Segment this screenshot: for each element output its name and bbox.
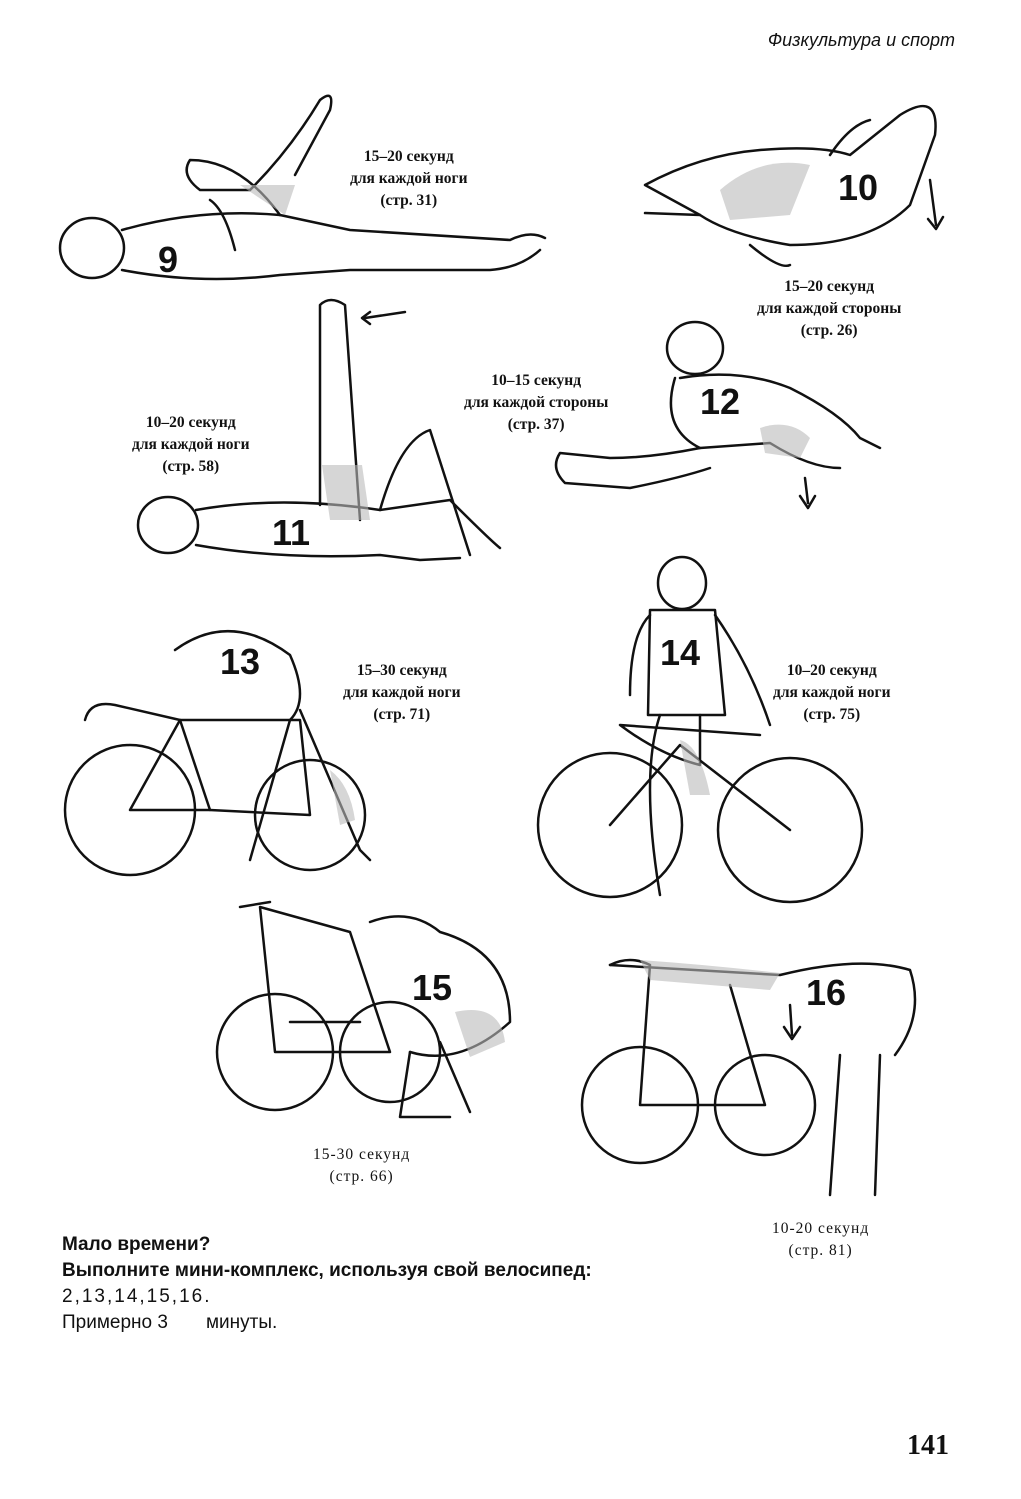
exercise-15-number: 15 (412, 967, 452, 1008)
note-subtitle: Выполните мини-комплекс, используя свой … (62, 1260, 592, 1281)
caption-14: 10–20 секунд для каждой ноги (стр. 75) (773, 660, 891, 726)
note-estimate-suffix: минуты. (205, 1312, 278, 1333)
exercise-16-illustration: 16 (580, 958, 917, 1197)
note-estimate: Примерно 3 минуты. (62, 1310, 592, 1336)
caption-12-time: 10–15 секунд (491, 372, 582, 389)
caption-16-time: 10-20 секунд (772, 1220, 870, 1237)
exercise-13-number: 13 (220, 641, 260, 682)
exercise-14-illustration: 14 (536, 555, 864, 904)
running-header: Физкультура и спорт (767, 30, 955, 50)
exercise-14-number: 14 (660, 632, 700, 673)
caption-11-time: 10–20 секунд (145, 414, 236, 431)
caption-14-note: для каждой ноги (773, 684, 891, 701)
caption-9-page: (стр. 31) (380, 192, 438, 209)
exercise-16-number: 16 (806, 972, 846, 1013)
note-sequence: 2,13,14,15,16. (62, 1286, 212, 1307)
caption-13-page: (стр. 71) (373, 706, 431, 723)
exercise-11-number: 11 (272, 512, 310, 553)
caption-12: 10–15 секунд для каждой стороны (стр. 37… (464, 370, 608, 436)
caption-9-note: для каждой ноги (350, 170, 468, 187)
exercise-10-illustration: 10 (643, 104, 945, 268)
caption-10-note: для каждой стороны (757, 300, 902, 317)
mini-routine-note: Мало времени? Выполните мини-комплекс, и… (62, 1232, 592, 1336)
note-estimate-prefix: Примерно 3 (62, 1312, 168, 1333)
caption-13-time: 15–30 секунд (356, 662, 447, 679)
exercise-15-illustration: 15 (215, 900, 512, 1119)
caption-16-page: (стр. 81) (788, 1242, 853, 1259)
caption-12-note: для каждой стороны (464, 394, 609, 411)
caption-9: 15–20 секунд для каждой ноги (стр. 31) (350, 146, 468, 212)
page-number: 141 (907, 1430, 949, 1461)
exercise-9-illustration: 9 (58, 94, 547, 281)
caption-15: 15-30 секунд (стр. 66) (313, 1144, 410, 1188)
caption-14-time: 10–20 секунд (786, 662, 877, 679)
caption-11-note: для каждой ноги (132, 436, 250, 453)
exercise-9-number: 9 (158, 239, 178, 280)
exercise-12-number: 12 (700, 381, 740, 422)
caption-10-page: (стр. 26) (800, 322, 858, 339)
caption-15-page: (стр. 66) (329, 1168, 394, 1185)
caption-15-time: 15-30 секунд (313, 1146, 411, 1163)
caption-11-page: (стр. 58) (162, 458, 220, 475)
caption-11: 10–20 секунд для каждой ноги (стр. 58) (132, 412, 250, 478)
exercise-13-illustration: 13 (63, 630, 372, 877)
caption-14-page: (стр. 75) (803, 706, 861, 723)
exercise-10-number: 10 (838, 167, 878, 208)
caption-10: 15–20 секунд для каждой стороны (стр. 26… (757, 276, 901, 342)
note-title: Мало времени? (62, 1234, 211, 1255)
exercise-12-illustration: 12 (554, 320, 882, 510)
caption-13-note: для каждой ноги (343, 684, 461, 701)
caption-9-time: 15–20 секунд (363, 148, 454, 165)
caption-12-page: (стр. 37) (507, 416, 565, 433)
exercise-11-illustration: 11 (136, 298, 502, 562)
caption-13: 15–30 секунд для каждой ноги (стр. 71) (343, 660, 461, 726)
caption-10-time: 15–20 секунд (784, 278, 875, 295)
caption-16: 10-20 секунд (стр. 81) (772, 1218, 869, 1262)
